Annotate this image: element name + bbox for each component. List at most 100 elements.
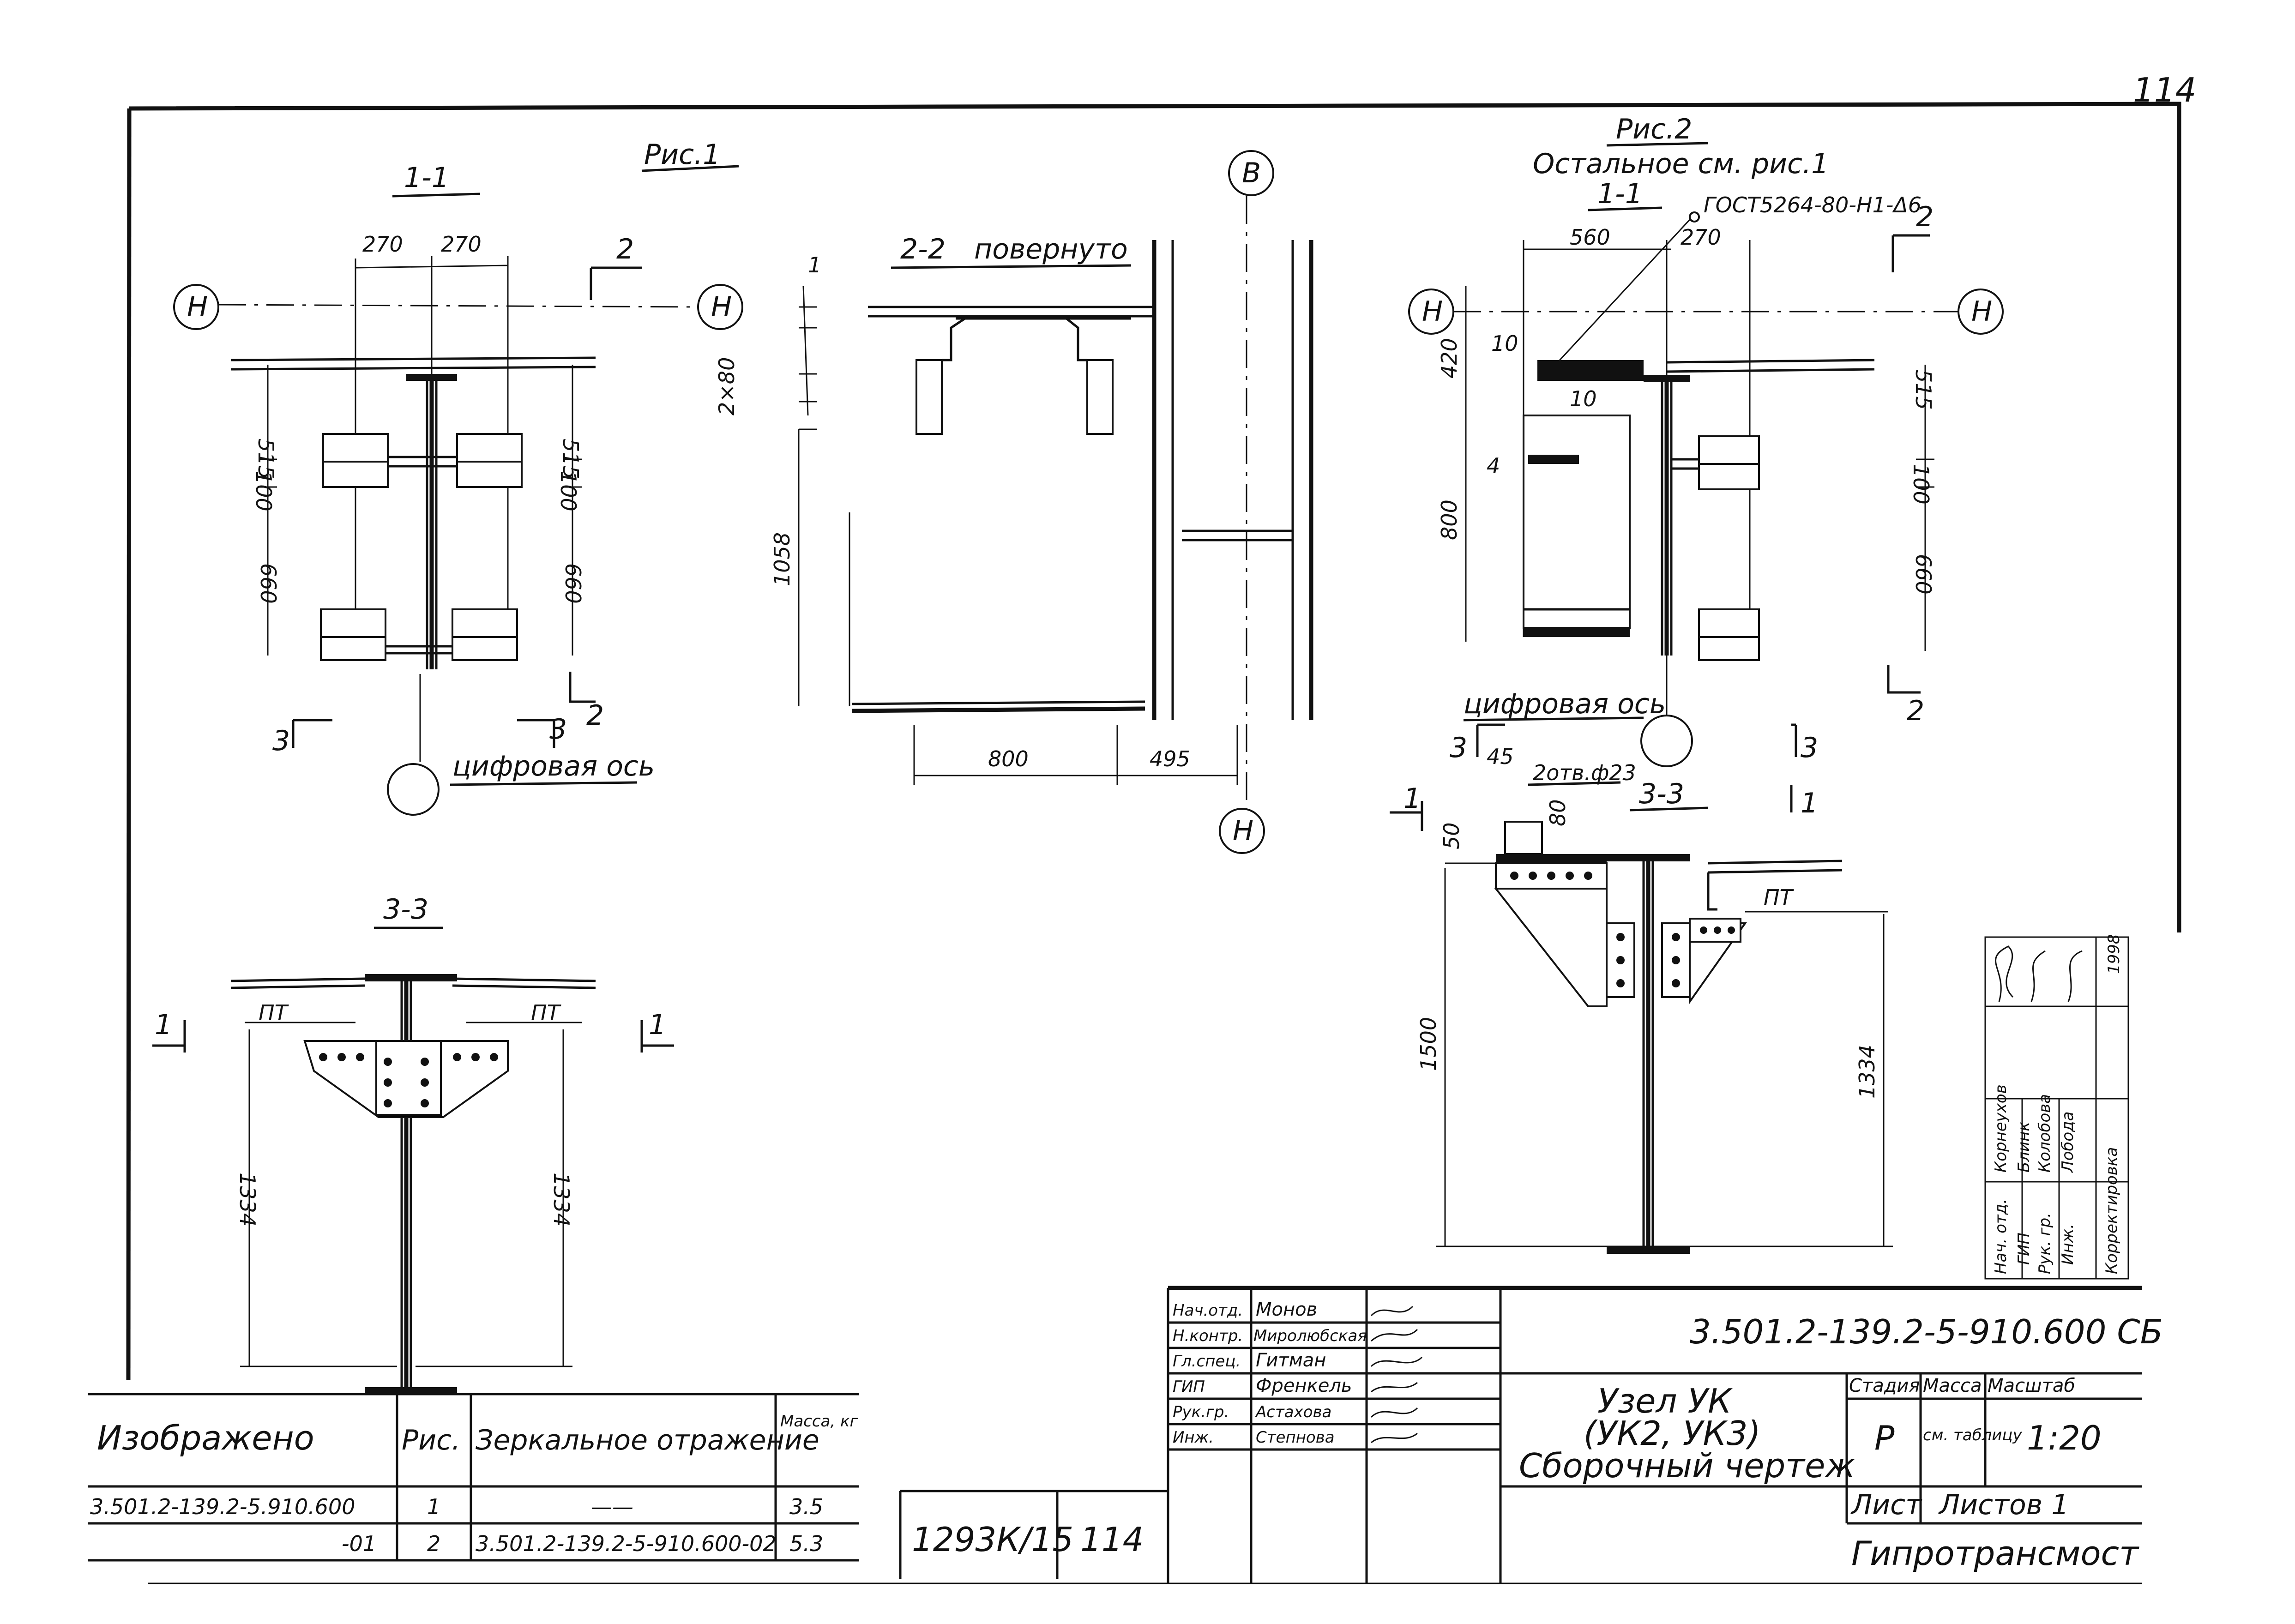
fig2-sec11-label: 1-1 [1597, 178, 1643, 210]
side-stamp-name-3: Лобода [2059, 1112, 2077, 1173]
tb-name-3: Френкель [1256, 1375, 1352, 1396]
tb-role-3: ГИП [1173, 1377, 1205, 1396]
spec-header-fig: Рис. [402, 1424, 460, 1456]
fig1-cut2-top: 2 [616, 233, 634, 265]
fig1-sec11-label: 1-1 [404, 162, 449, 194]
fig2-cut1-right: 1 [1801, 787, 1818, 819]
spec-row2-image: -01 [342, 1531, 376, 1556]
fig1-cut2-bottom: 2 [586, 699, 604, 732]
tb-role-1: Н.контр. [1173, 1327, 1243, 1345]
fig1-dim-800: 800 [988, 746, 1029, 771]
fig1-cut1-left: 1 [155, 1009, 172, 1041]
fig1-dim-495: 495 [1150, 746, 1190, 771]
side-stamp-name-1: Блинк [2015, 1122, 2033, 1173]
fig1-pt-right: ПТ [531, 1000, 562, 1025]
tb-role-0: Нач.отд. [1173, 1301, 1243, 1320]
album-number: 1293К/15 [912, 1520, 1073, 1559]
tb-role-2: Гл.спец. [1173, 1352, 1241, 1371]
fig1-section-1-1: Рис.1 1-1 270 270 Н Н 2 [173, 138, 743, 816]
tb-role-5: Инж. [1173, 1428, 1214, 1447]
fig1-cut3-right: 3 [549, 713, 567, 746]
side-stamp-label: Корректировка [2102, 1147, 2121, 1274]
fig2-axis-h-right: Н [1971, 295, 1992, 328]
fig2-dim-660: 660 [1911, 554, 1936, 595]
fig2-title: Рис.2 [1616, 113, 1692, 145]
fig1-dim-1334-right: 1334 [549, 1173, 574, 1227]
tb-org: Гипротрансмост [1851, 1534, 2139, 1573]
spec-table: Изображено Рис. Зеркальное отражение Мас… [88, 1393, 859, 1562]
fig2-section-3-3: 3 3 45 2отв.ф23 3-3 80 50 1 1 ПТ [1390, 723, 1893, 1254]
fig1-axis-h-bottom: Н [1233, 815, 1253, 847]
spec-row1-image: 3.501.2-139.2-5.910.600 [90, 1494, 355, 1519]
fig2-dim-1500: 1500 [1416, 1017, 1441, 1071]
spec-row1-fig: 1 [427, 1494, 440, 1519]
tb-name-1: Миролюбская [1253, 1327, 1367, 1345]
tb-stage: Р [1874, 1419, 1895, 1457]
fig1-dim-100-left: 100 [251, 471, 276, 511]
fig1-section-3-3: 3-3 ПТ ПТ 1 1 1334 1334 [152, 893, 674, 1395]
fig2-dim-100: 100 [1909, 464, 1934, 505]
fig1-digital-axis: цифровая ось [452, 750, 655, 782]
tb-name-0: Монов [1256, 1299, 1317, 1320]
spec-row2-fig: 2 [427, 1531, 440, 1556]
tb-sheet-header: Лист [1850, 1489, 1922, 1521]
fig1-dim-515-left: 515 [253, 439, 278, 479]
sheet-frame [126, 102, 2181, 1584]
spec-header-mass: Масса, кг [780, 1412, 859, 1431]
fig1-axis-h-right: Н [711, 291, 732, 323]
fig2-dim-800: 800 [1437, 499, 1462, 540]
fig1-pt-left: ПТ [259, 1000, 289, 1025]
fig2-cut2-top: 2 [1916, 201, 1934, 233]
spec-row1-mirror: —— [591, 1494, 633, 1519]
fig2-note: Остальное см. рис.1 [1533, 148, 1829, 180]
fig1-sec22-label: 2-2 [900, 233, 946, 265]
side-stamp-role-3: Инж. [2059, 1224, 2077, 1265]
fig2-sec33-label: 3-3 [1639, 778, 1684, 810]
fig2-digital-axis: цифровая ось [1464, 688, 1666, 720]
fig2-cut3-left: 3 [1450, 732, 1467, 764]
tb-mass: см. таблицу [1923, 1426, 2023, 1444]
album-sheet: 114 [1080, 1520, 1144, 1559]
fig1-axis-h-left: Н [187, 291, 208, 323]
fig2-dim-560: 560 [1570, 225, 1610, 250]
tb-title-line-2: Сборочный чертеж [1519, 1446, 1855, 1485]
fig2-weld: ГОСТ5264-80-Н1-Δ6 [1704, 192, 1922, 217]
fig2-dim-270: 270 [1681, 225, 1721, 250]
tb-stage-header: Стадия [1849, 1375, 1920, 1396]
fig2-cut2-bottom: 2 [1907, 695, 1924, 727]
fig2-dim-515: 515 [1911, 369, 1936, 410]
fig2-dim-420: 420 [1437, 338, 1462, 379]
tb-scale-header: Масштаб [1988, 1375, 2075, 1396]
fig1-dim-100-right: 100 [556, 471, 581, 511]
side-stamp-role-1: ГИП [2015, 1233, 2033, 1265]
fig2-dim-4: 4 [1487, 453, 1500, 478]
spec-header-image: Изображено [97, 1419, 314, 1457]
fig1-dim-1058: 1058 [770, 532, 795, 586]
fig2-cut1-left: 1 [1404, 782, 1421, 815]
side-stamp-role-0: Нач. отд. [1992, 1199, 2010, 1274]
tb-doc-code: 3.501.2-139.2-5-910.600 СБ [1690, 1312, 2163, 1351]
tb-sheets-header: Листов 1 [1938, 1489, 2069, 1521]
fig1-dim-515-right: 515 [558, 439, 583, 479]
fig2-dim-1334: 1334 [1855, 1045, 1879, 1099]
album-stamp: 1293К/15 114 [899, 1490, 1168, 1579]
fig2-section-1-1: Рис.2 Остальное см. рис.1 1-1 ГОСТ5264-8… [1408, 113, 2004, 767]
fig1-sec33-label: 3-3 [383, 893, 428, 926]
fig1-dim-1: 1 [808, 253, 821, 277]
fig2-axis-h-left: Н [1422, 295, 1443, 328]
tb-mass-header: Масса [1923, 1375, 1982, 1396]
fig1-dim-270a: 270 [362, 232, 403, 257]
fig2-dim-45: 45 [1487, 744, 1514, 769]
side-stamp-role-2: Рук. гр. [2036, 1213, 2054, 1274]
fig1-dim-660-left: 660 [256, 563, 281, 604]
side-stamp: 1998 Нач. отд. Корнеухов ГИП Блинк Рук. … [1984, 934, 2129, 1280]
side-stamp-year: 1998 [2105, 934, 2123, 974]
fig1-dim-270b: 270 [441, 232, 482, 257]
side-stamp-name-0: Корнеухов [1992, 1084, 2010, 1173]
fig2-cut3-right: 3 [1801, 732, 1818, 764]
spec-row2-mass: 5.3 [789, 1531, 823, 1556]
spec-row1-mass: 3.5 [789, 1494, 823, 1519]
title-block: Нач.отд. Монов Н.контр. Миролюбская Гл.с… [1167, 1288, 2163, 1583]
tb-title-line-0: Узел УК [1597, 1382, 1733, 1420]
